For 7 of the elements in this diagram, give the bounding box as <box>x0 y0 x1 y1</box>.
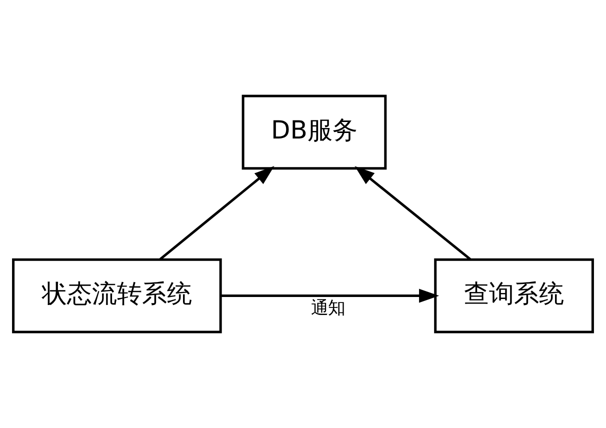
node-box: 状态流转系统 <box>12 258 222 334</box>
node-box: 查询系统 <box>434 258 594 334</box>
edge-label: 通知 <box>310 298 345 319</box>
arrow <box>159 166 274 260</box>
node-box: DB服务 <box>242 94 387 170</box>
arrow <box>220 288 440 303</box>
arrow <box>354 166 471 260</box>
